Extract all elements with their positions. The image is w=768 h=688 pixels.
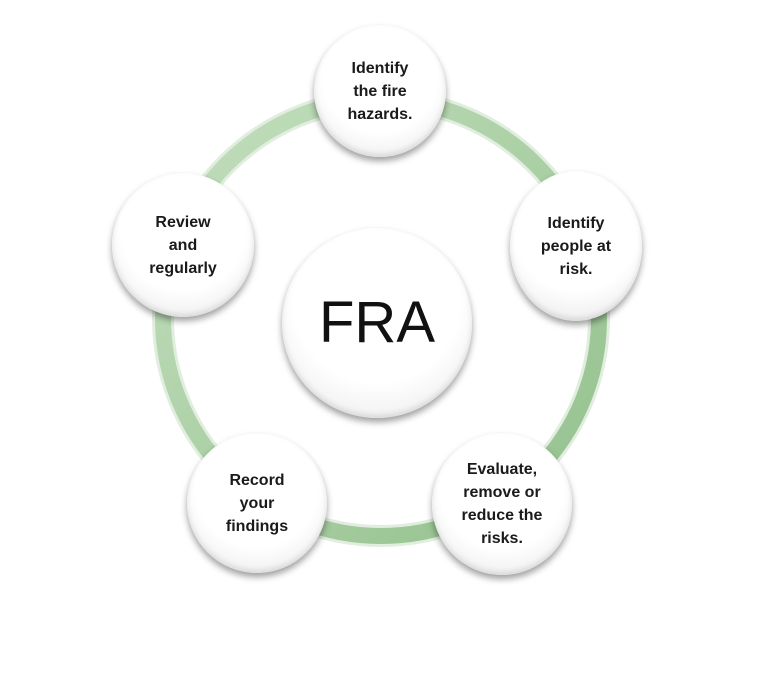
step-node-identify-people: Identify people at risk. bbox=[510, 171, 642, 321]
step-node-label: Identify the fire hazards. bbox=[347, 59, 413, 123]
step-node-review: Review and regularly bbox=[112, 173, 254, 317]
center-node-fra: FRA bbox=[282, 228, 472, 418]
step-node-label: Evaluate, remove or reduce the risks. bbox=[461, 461, 543, 547]
step-node-label: Record your findings bbox=[225, 471, 289, 535]
step-node-evaluate-risks: Evaluate, remove or reduce the risks. bbox=[432, 433, 572, 575]
center-node-label: FRA bbox=[319, 290, 435, 355]
step-node-identify-hazards: Identify the fire hazards. bbox=[314, 25, 446, 157]
step-node-label: Identify people at risk. bbox=[540, 214, 612, 278]
step-node-label: Review and regularly bbox=[149, 213, 217, 277]
step-node-record-findings: Record your findings bbox=[187, 433, 327, 573]
